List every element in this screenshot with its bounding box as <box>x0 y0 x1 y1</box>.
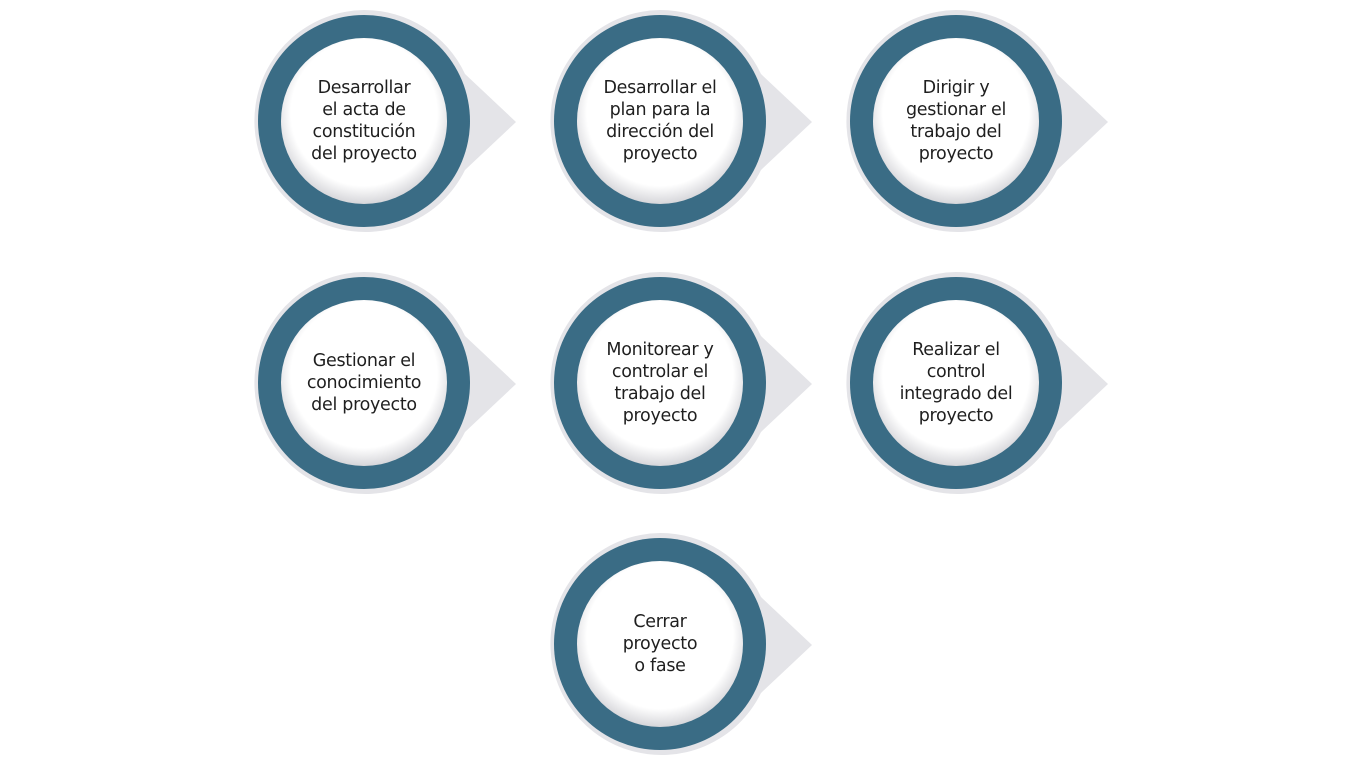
process-node-shape <box>846 9 1108 232</box>
process-node-shape <box>846 271 1108 494</box>
process-node: Realizar el control integrado del proyec… <box>842 271 1108 494</box>
process-node-shape <box>550 532 812 755</box>
process-node: Desarrollar el plan para la dirección de… <box>546 9 812 232</box>
inner-circle <box>281 300 447 466</box>
process-label: Desarrollar el acta de constitución del … <box>311 78 417 164</box>
process-node-shape <box>254 9 516 232</box>
inner-circle <box>577 300 743 466</box>
inner-circle <box>577 38 743 204</box>
process-label: Gestionar el conocimiento del proyecto <box>306 351 422 415</box>
process-label: Monitorear y controlar el trabajo del pr… <box>606 340 714 426</box>
inner-circle <box>873 38 1039 204</box>
process-node-shape <box>550 271 812 494</box>
inner-circle <box>577 561 743 727</box>
process-node-shape <box>550 9 812 232</box>
process-node: Monitorear y controlar el trabajo del pr… <box>546 271 812 494</box>
inner-circle <box>873 300 1039 466</box>
process-node: Gestionar el conocimiento del proyecto <box>250 271 516 494</box>
process-label: Realizar el control integrado del proyec… <box>899 340 1013 426</box>
process-label: Cerrar proyecto o fase <box>622 612 698 676</box>
inner-circle <box>281 38 447 204</box>
process-node-shape <box>254 271 516 494</box>
process-label: Desarrollar el plan para la dirección de… <box>603 78 717 164</box>
process-node: Dirigir y gestionar el trabajo del proye… <box>842 9 1108 232</box>
process-label: Dirigir y gestionar el trabajo del proye… <box>905 78 1007 164</box>
process-node: Cerrar proyecto o fase <box>546 532 812 755</box>
process-node: Desarrollar el acta de constitución del … <box>250 9 516 232</box>
